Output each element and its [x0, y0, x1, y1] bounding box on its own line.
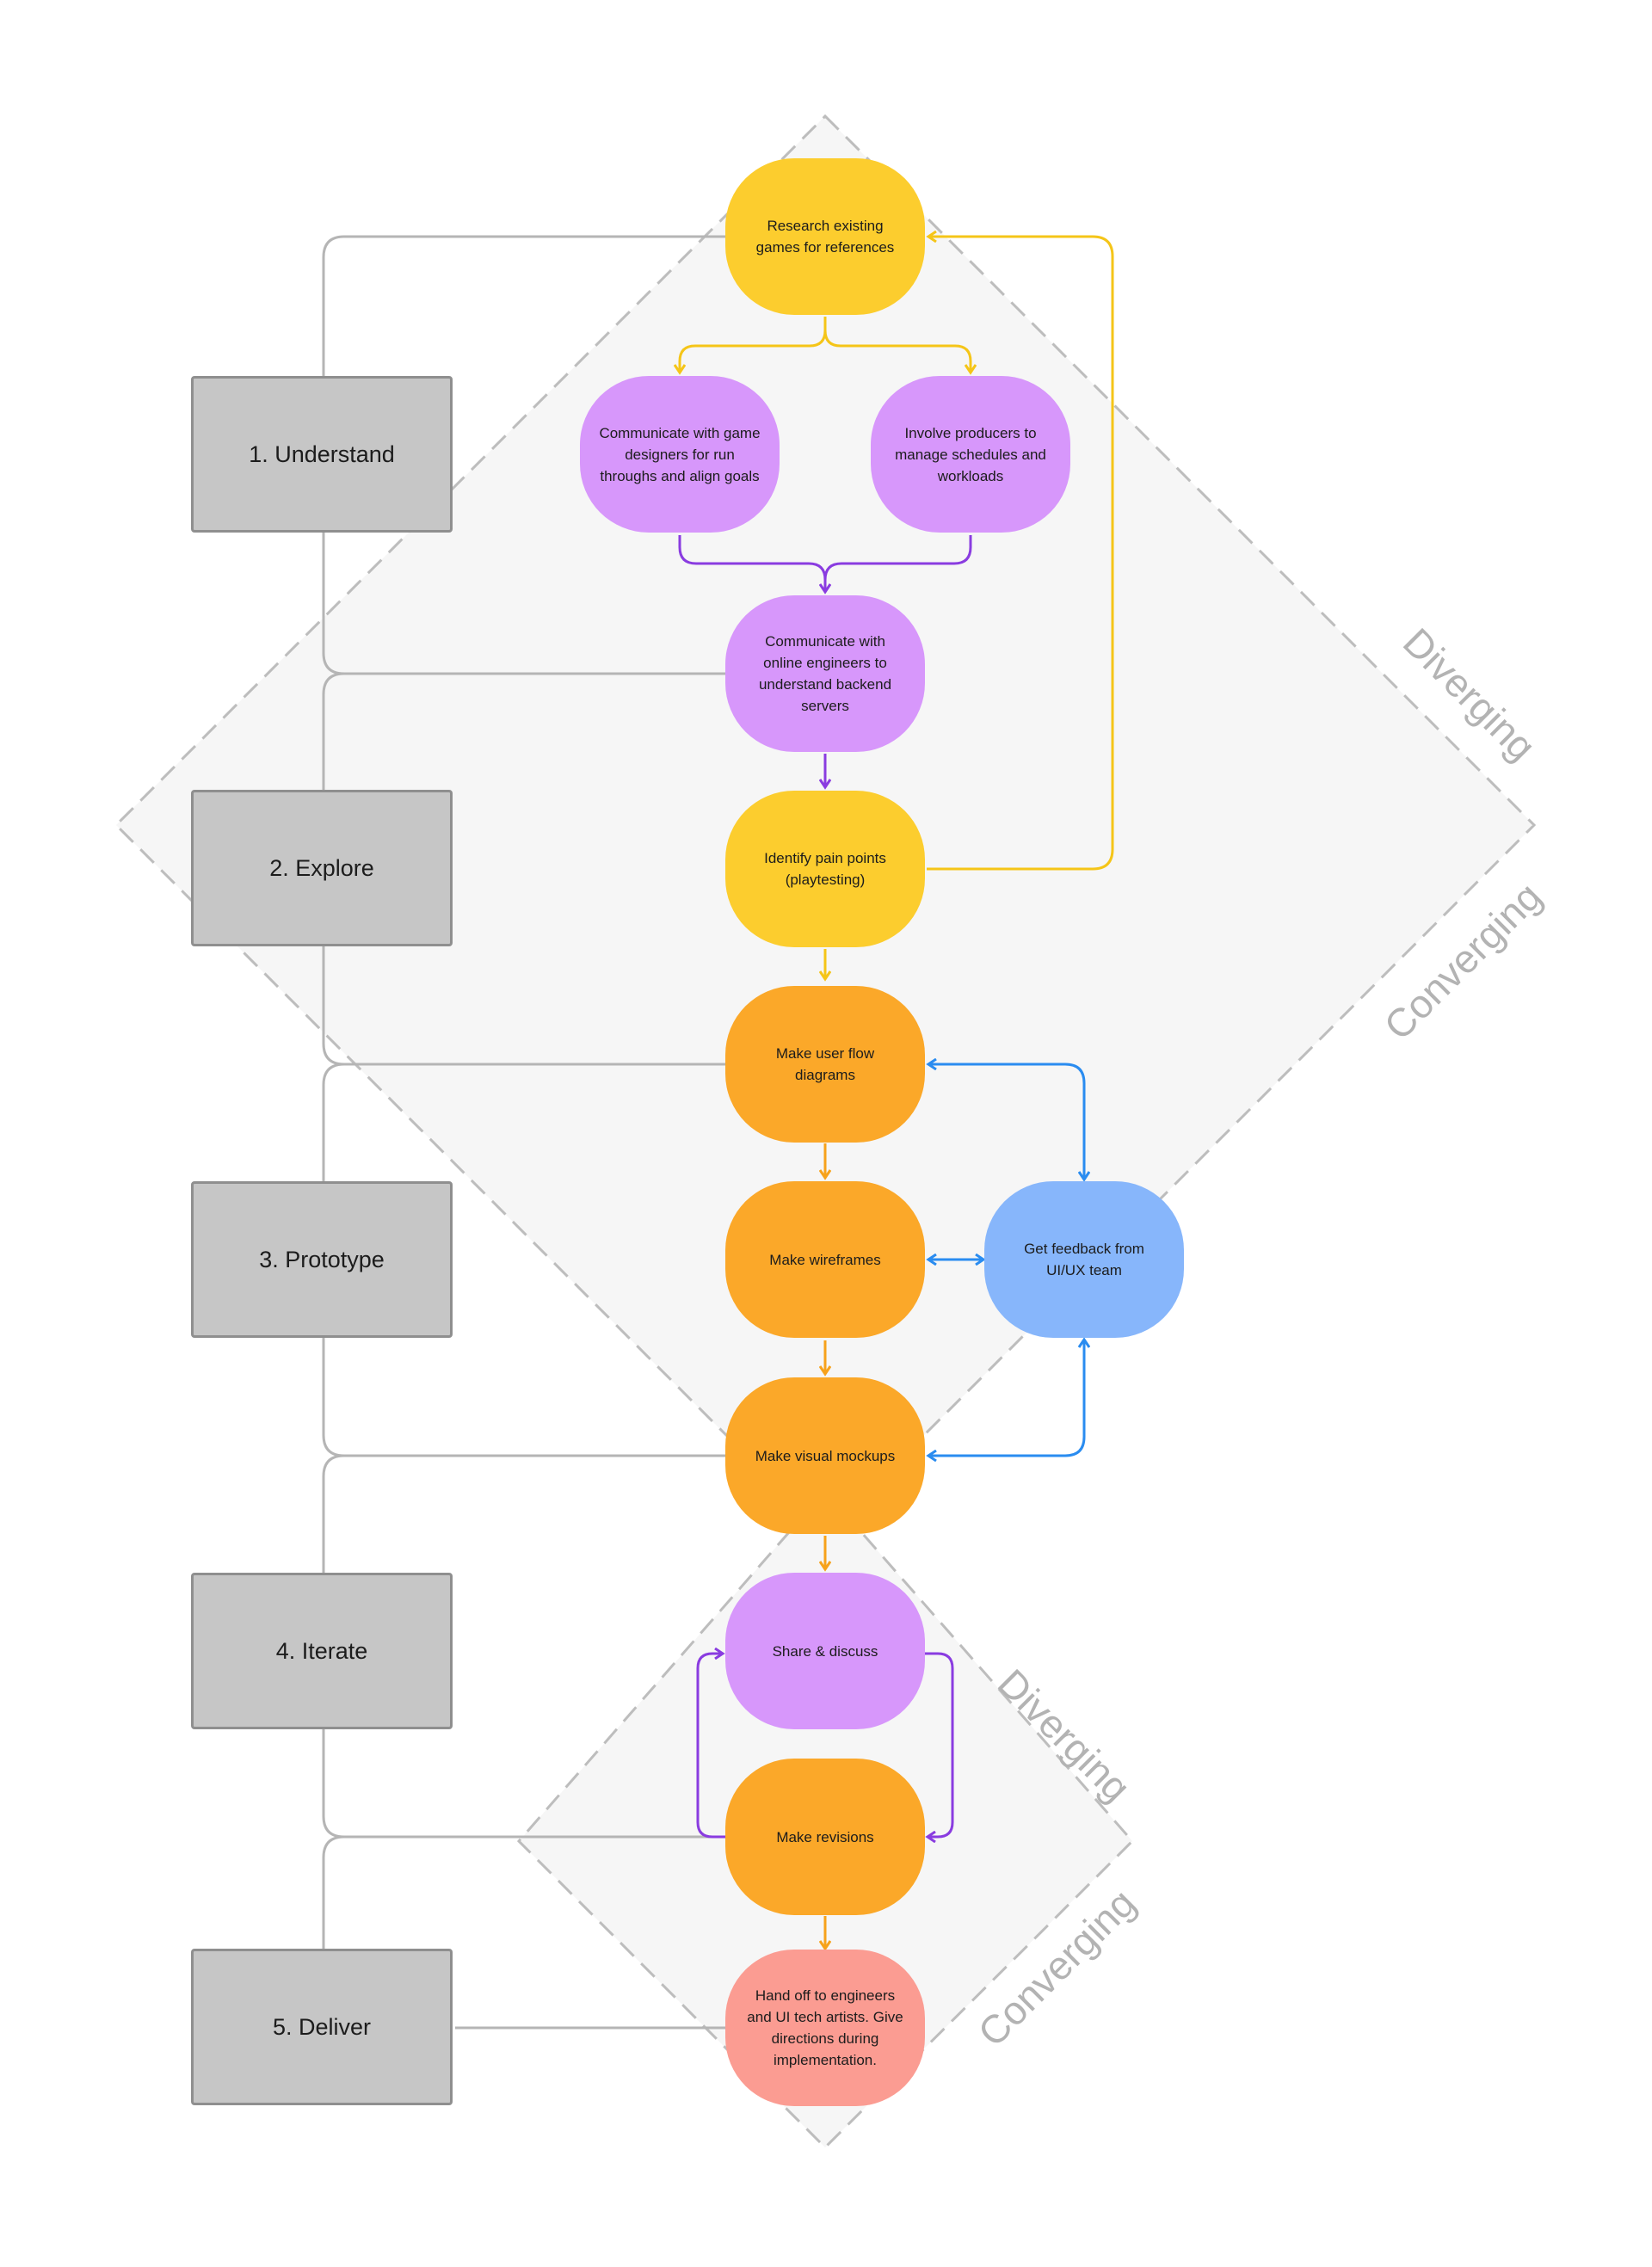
node-visual-mockups: Make visual mockups — [725, 1377, 925, 1534]
phase-iterate: 4. Iterate — [191, 1573, 453, 1729]
node-ui-ux-feedback: Get feedback from UI/UX team — [984, 1181, 1184, 1338]
phase-connectors — [322, 235, 725, 2030]
node-share-discuss: Share & discuss — [725, 1573, 925, 1729]
node-handoff: Hand off to engineers and UI tech artist… — [725, 1950, 925, 2106]
blue-arrows — [928, 1064, 1084, 1456]
node-user-flow: Make user flow diagrams — [725, 986, 925, 1143]
phase-understand: 1. Understand — [191, 376, 453, 533]
node-wireframes: Make wireframes — [725, 1181, 925, 1338]
yellow-arrows — [680, 237, 1114, 979]
node-producers: Involve producers to manage schedules an… — [871, 376, 1070, 533]
phase-prototype: 3. Prototype — [191, 1181, 453, 1338]
node-make-revisions: Make revisions — [725, 1759, 925, 1915]
phase-explore: 2. Explore — [191, 790, 453, 946]
node-game-designers: Communicate with game designers for run … — [580, 376, 780, 533]
node-pain-points: Identify pain points (playtesting) — [725, 791, 925, 947]
phase-deliver: 5. Deliver — [191, 1949, 453, 2105]
node-online-engineers: Communicate with online engineers to und… — [725, 595, 925, 752]
purple-arrows — [678, 535, 972, 1837]
node-research-games: Research existing games for references — [725, 158, 925, 315]
